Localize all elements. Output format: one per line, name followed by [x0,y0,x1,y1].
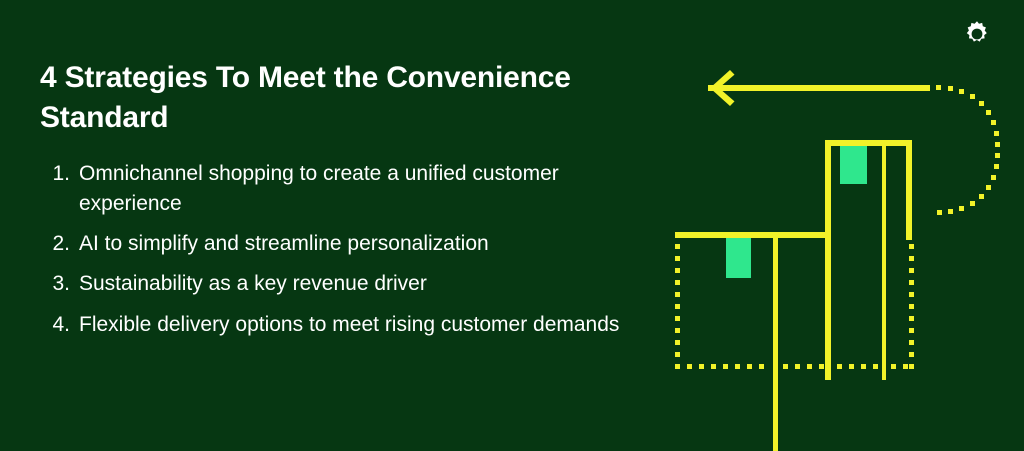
list-item-number: 3. [52,272,70,296]
list-item-label: Sustainability as a key revenue driver [79,272,427,296]
list-item-number: 1. [52,162,70,186]
accent-block [726,238,751,278]
list-item-label: Omnichannel shopping to create a unified… [79,162,559,215]
list-item: 1. Omnichannel shopping to create a unif… [40,159,650,218]
dotted-axis [675,244,914,369]
list-item-number: 2. [52,231,70,255]
list-item-label: AI to simplify and streamline personaliz… [79,231,489,255]
list-item: 2. AI to simplify and streamline persona… [40,229,650,258]
gear-icon [961,18,993,50]
list-item: 4. Flexible delivery options to meet ris… [40,310,650,339]
list-item: 3. Sustainability as a key revenue drive… [40,269,650,298]
page-title: 4 Strategies To Meet the Convenience Sta… [40,61,571,134]
bar-group-tall [825,140,912,380]
arrow-left-icon [708,70,930,106]
abstract-bar-chart-graphic [660,0,1024,451]
dotted-return-curve [936,85,1000,215]
accent-block [840,146,867,184]
strategy-list: 1. Omnichannel shopping to create a unif… [40,159,650,339]
list-item-label: Flexible delivery options to meet rising… [79,312,620,336]
text-column: 4 Strategies To Meet the Convenience Sta… [40,58,650,350]
list-item-number: 4. [52,312,70,336]
bar-group-low [675,232,831,451]
